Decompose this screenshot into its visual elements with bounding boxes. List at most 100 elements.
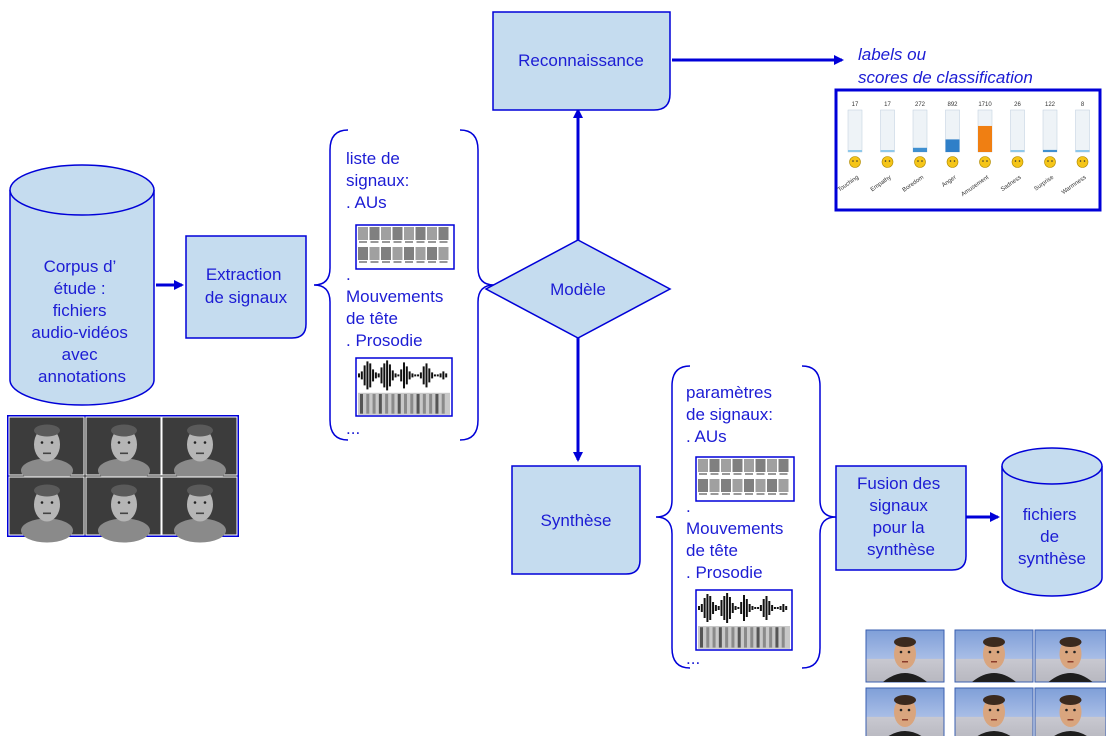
spectrogram-band (404, 393, 407, 414)
face-hair (111, 424, 137, 437)
waveform-thumbnail-synthesis (695, 589, 793, 651)
spectrogram-band (725, 627, 729, 648)
face-eye (40, 501, 44, 504)
au-face-thumb (415, 227, 426, 240)
au-caption-mark (722, 473, 730, 475)
bar-track (847, 109, 863, 153)
avatar-head (983, 639, 1005, 669)
face-eye (193, 501, 197, 504)
face-head (34, 427, 60, 462)
emoji-eye-icon (1018, 160, 1021, 162)
au-face-thumb (392, 227, 403, 240)
face-eye (203, 501, 207, 504)
face-head (111, 487, 137, 522)
au-face-thumb (427, 247, 437, 260)
au-caption-mark (370, 241, 379, 243)
bar-count: 26 (1014, 102, 1021, 108)
spectrogram-band (731, 627, 735, 648)
spectrogram-band (718, 627, 722, 648)
avatar-head (894, 697, 916, 727)
emoji-face-icon (1011, 156, 1024, 168)
au-caption-mark (359, 241, 367, 243)
au-face-thumb (778, 459, 789, 472)
au-face-thumb (427, 227, 437, 240)
face-eye (127, 501, 131, 504)
avatar-eye (1065, 708, 1068, 712)
spectrogram-band (385, 393, 389, 414)
au-caption-mark (699, 473, 707, 475)
face-mouth (196, 512, 204, 515)
synthesis-files-label: fichiers de synthèse (1018, 505, 1086, 568)
face-mouth (43, 512, 51, 515)
emoji-eye-icon (921, 160, 923, 162)
params-line-8: ... (686, 649, 700, 668)
list-line-6: de tête (346, 309, 398, 328)
avatar-hair (983, 637, 1005, 647)
extraction-label: Extraction de signaux (205, 265, 288, 307)
avatar-eye (1073, 708, 1076, 712)
au-caption-mark (779, 493, 788, 495)
avatar-eye (996, 708, 1000, 712)
bar-track (1075, 109, 1090, 153)
au-caption-mark (733, 473, 742, 475)
spectrogram-band (360, 393, 363, 414)
face-head (111, 427, 137, 462)
au-face-thumb (404, 227, 414, 240)
face-eye (50, 441, 54, 444)
bar-track (880, 109, 895, 153)
avatar-body (1048, 673, 1093, 682)
face-shoulders (21, 518, 73, 543)
face-shoulders (98, 518, 150, 543)
au-face-thumb (438, 247, 449, 260)
model-label: Modèle (550, 280, 606, 299)
au-face-thumb (732, 459, 743, 472)
au-caption-mark (405, 241, 413, 243)
spectrogram-band (378, 393, 382, 414)
list-line-8: ... (346, 419, 360, 438)
au-caption-mark (382, 241, 390, 243)
au-face-thumb (767, 459, 777, 472)
bar-fill (1075, 150, 1090, 152)
connectors (156, 55, 1000, 522)
fusion-label: Fusion des signaux pour la synthèse (857, 474, 945, 559)
emoji-eye-icon (917, 160, 919, 162)
au-caption-mark (768, 493, 776, 495)
au-caption-mark (428, 241, 436, 243)
face-mouth (120, 452, 128, 455)
au-face-thumb (778, 479, 789, 492)
spectrogram-band (435, 393, 439, 414)
emoji-eye-icon (1047, 160, 1049, 162)
face-eye (117, 441, 121, 444)
face-head (34, 487, 60, 522)
au-caption-mark (416, 261, 425, 263)
face-hair (187, 484, 213, 497)
au-caption-mark (439, 261, 448, 263)
face-hair (187, 424, 213, 437)
face-head (187, 427, 213, 462)
au-face-thumb (755, 479, 766, 492)
params-line-3: . AUs (686, 427, 727, 446)
bar-fill (945, 139, 960, 152)
avatar-head (983, 697, 1005, 727)
output-labels-line-1: labels ou (858, 45, 927, 64)
au-face-thumb (358, 247, 368, 260)
params-line-1: paramètres (686, 383, 772, 402)
spectrogram-band (422, 393, 426, 414)
bar-fill (1043, 149, 1057, 152)
au-face-thumb (358, 227, 368, 240)
au-caption-mark (779, 473, 788, 475)
emoji-face-icon (881, 156, 894, 168)
emoji-eye-icon (852, 160, 854, 162)
bar-track (912, 109, 928, 153)
params-line-5: Mouvements (686, 519, 783, 538)
face-eye (50, 501, 54, 504)
emoji-eye-icon (949, 160, 952, 162)
au-face-thumb (369, 247, 380, 260)
avatar-mouth (902, 719, 908, 721)
emoji-eye-icon (856, 160, 858, 162)
model-diamond: Modèle (484, 239, 672, 339)
emoji-face-icon (979, 156, 991, 168)
bar-count: 1710 (978, 102, 992, 108)
au-face-thumb (721, 479, 731, 492)
